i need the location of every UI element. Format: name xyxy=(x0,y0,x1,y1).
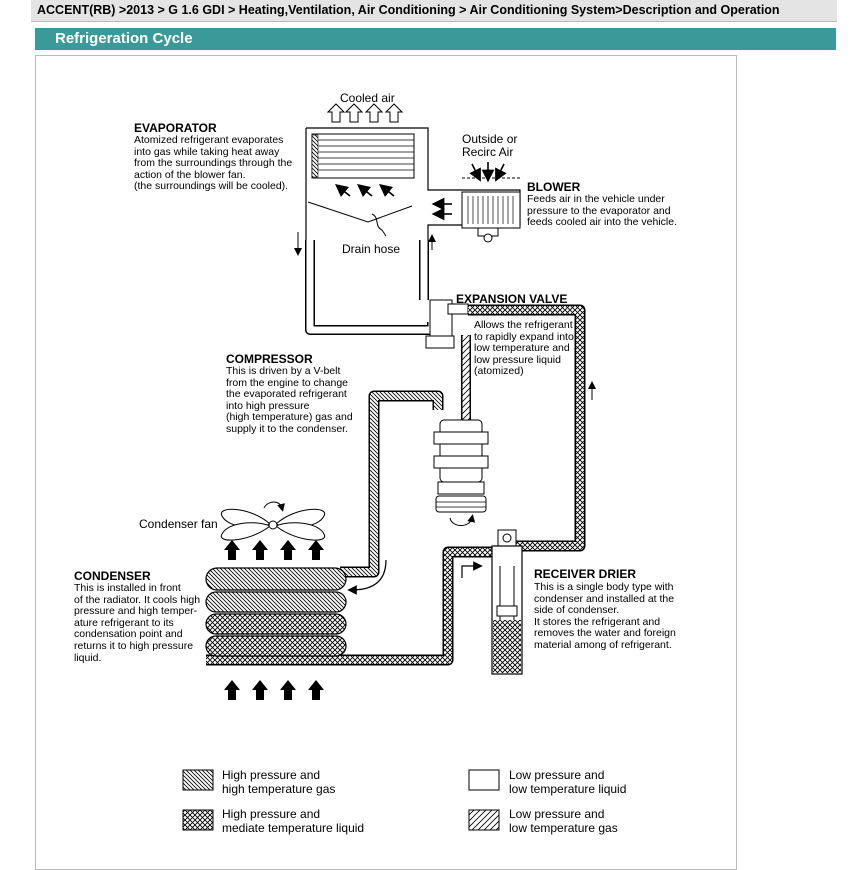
receiver-drier xyxy=(461,529,523,675)
condenser-fan-label: Condenser fan xyxy=(139,517,218,531)
drain-hose-label: Drain hose xyxy=(342,242,401,256)
legend-swatch-high-pressure-gas xyxy=(182,769,214,791)
expansion-valve xyxy=(425,299,469,349)
flow-arrow-curved xyxy=(347,559,387,595)
condenser-airflow-arrows xyxy=(224,540,324,700)
expansion-valve-title: EXPANSION VALVE xyxy=(456,292,568,306)
condenser-title: CONDENSER xyxy=(74,569,151,583)
legend-swatch-low-pressure-liquid xyxy=(468,769,500,791)
recirc-air-label: Recirc Air xyxy=(462,145,514,159)
evaporator-title: EVAPORATOR xyxy=(134,121,217,135)
liquid-line xyxy=(206,304,586,666)
airflow-arrows xyxy=(335,162,507,221)
legend-swatch-high-pressure-liquid xyxy=(182,809,214,831)
cooled-air-label: Cooled air xyxy=(340,91,395,105)
discharge-line xyxy=(340,390,444,578)
blower-title: BLOWER xyxy=(527,180,581,194)
compressor xyxy=(433,419,489,526)
receiver-drier-title: RECEIVER DRIER xyxy=(534,567,637,581)
evaporator-housing xyxy=(305,127,521,240)
condenser-fan xyxy=(220,501,326,541)
blower-fan xyxy=(461,177,521,243)
legend-swatch-low-pressure-gas xyxy=(468,809,500,831)
cooled-air-arrows xyxy=(326,103,404,123)
section-title: Refrigeration Cycle xyxy=(35,28,836,50)
breadcrumb[interactable]: ACCENT(RB) >2013 > G 1.6 GDI > Heating,V… xyxy=(31,0,837,22)
compressor-title: COMPRESSOR xyxy=(226,352,313,366)
condenser-coil xyxy=(205,567,347,657)
outside-air-label: Outside or xyxy=(462,132,518,146)
